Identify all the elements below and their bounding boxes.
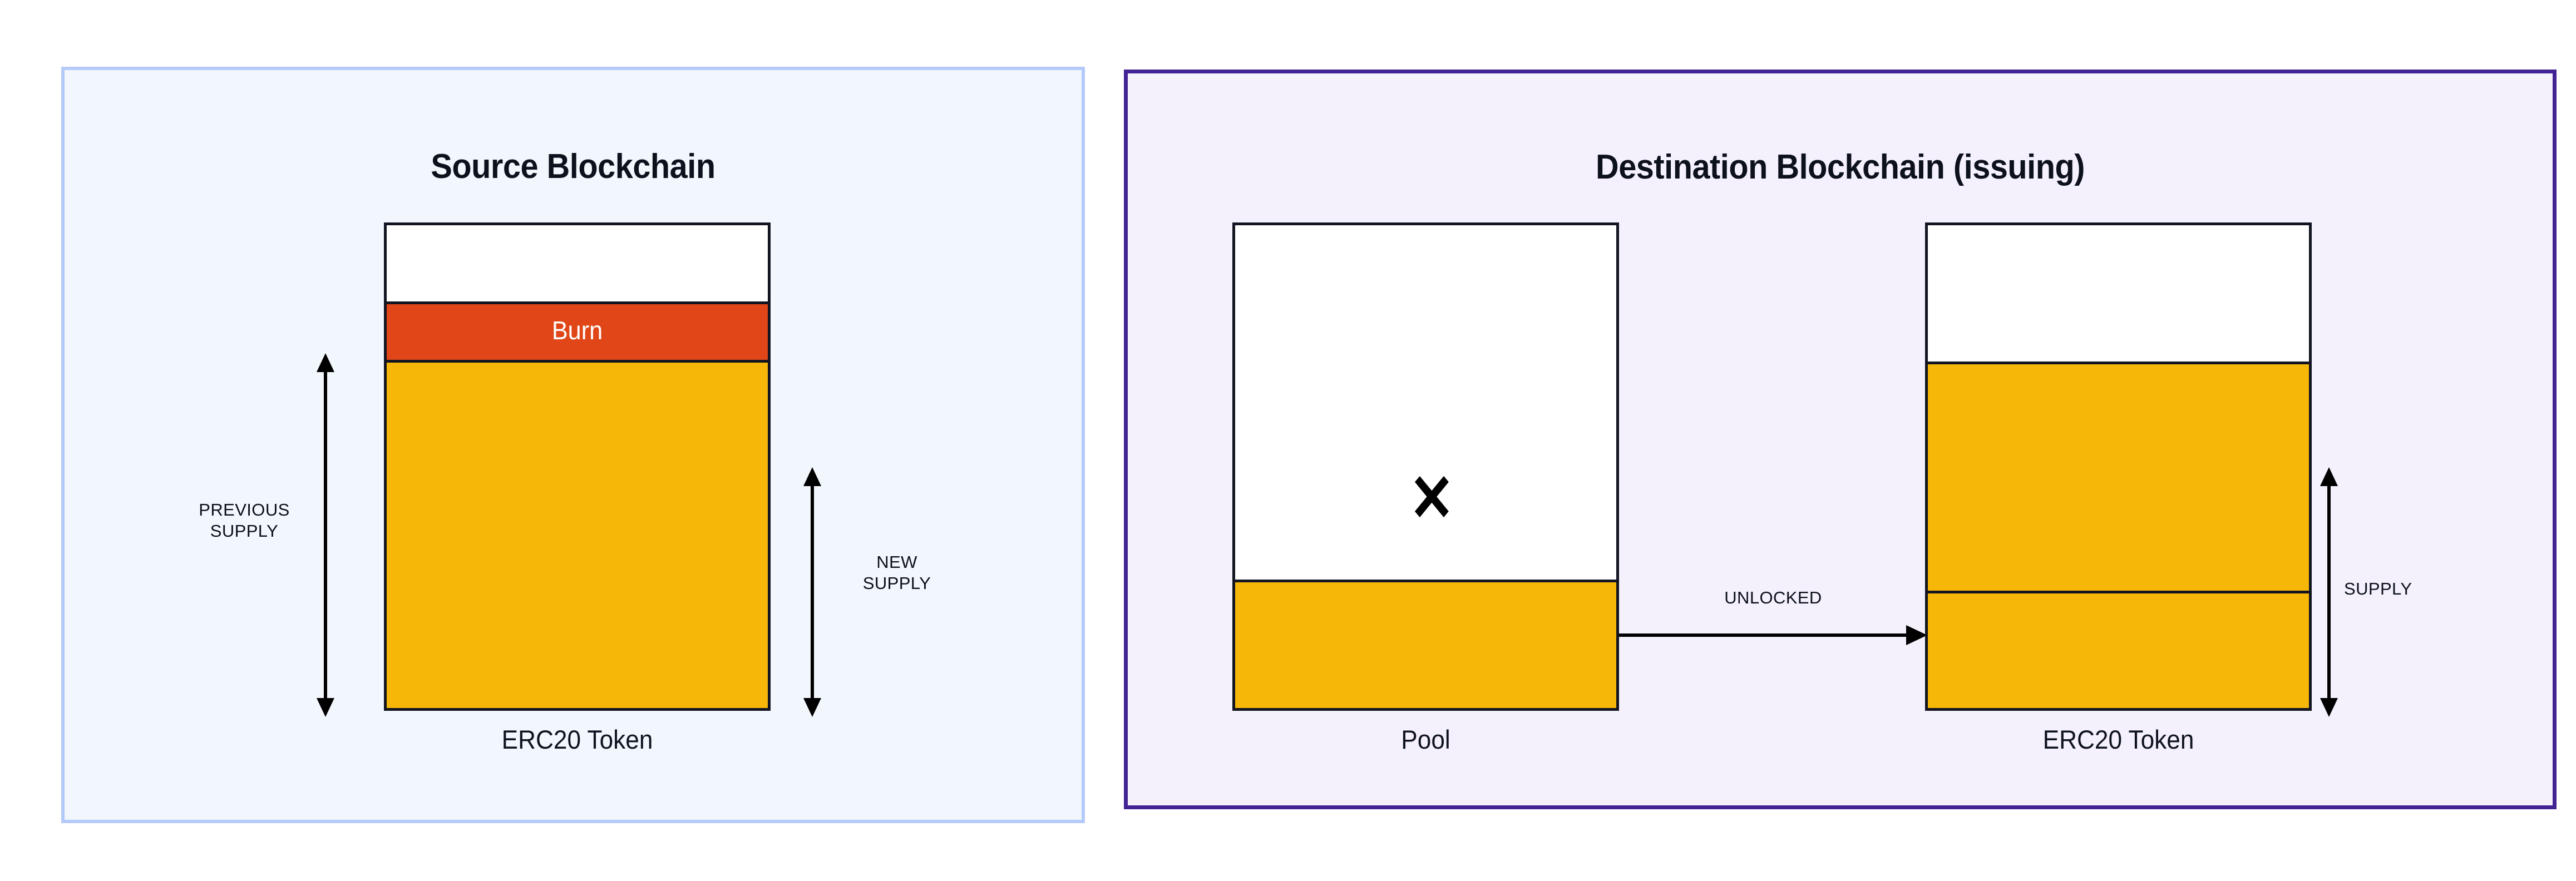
destination-erc20-token-box — [1925, 222, 2312, 711]
source-token-segment-empty-headroom — [387, 225, 768, 301]
unlocked-flow-arrow — [1619, 625, 1927, 645]
source-erc20-token-caption: ERC20 Token — [501, 725, 653, 754]
previous-supply-label-line1: PREVIOUS — [199, 500, 290, 519]
destination-panel-title: Destination Blockchain (issuing) — [1596, 148, 2085, 186]
x-mark-icon: ✕ — [1409, 462, 1454, 535]
previous-supply-arrow — [316, 353, 335, 717]
previous-supply-label-line2: SUPPLY — [210, 521, 279, 541]
source-blockchain-panel: Source Blockchain Burn ERC20 Token PREVI… — [61, 67, 1085, 823]
destination-pool-caption: Pool — [1401, 725, 1450, 754]
previous-supply-label: PREVIOUS SUPPLY — [175, 499, 314, 542]
unlocked-flow-label: UNLOCKED — [1724, 588, 1822, 607]
new-supply-arrow — [803, 467, 822, 717]
source-token-segment-remaining-supply — [387, 360, 768, 708]
burn-segment-label: Burn — [551, 316, 603, 345]
destination-pool-box — [1232, 222, 1619, 711]
source-token-segment-burn — [387, 301, 768, 360]
destination-token-segment-empty-headroom — [1928, 225, 2309, 362]
pool-segment-headroom — [1235, 225, 1616, 580]
source-panel-title: Source Blockchain — [431, 147, 715, 186]
destination-blockchain-panel: Destination Blockchain (issuing) ✕ Pool … — [1124, 70, 2557, 809]
source-erc20-token-box: Burn — [384, 222, 771, 711]
supply-label: SUPPLY — [2344, 579, 2412, 598]
new-supply-label-line2: SUPPLY — [862, 573, 931, 593]
destination-token-segment-newly-unlocked — [1928, 362, 2309, 591]
destination-token-segment-existing-supply — [1928, 591, 2309, 708]
pool-segment-locked-released — [1235, 580, 1616, 708]
new-supply-label-line1: NEW — [876, 552, 917, 572]
destination-erc20-token-caption: ERC20 Token — [2042, 725, 2194, 754]
supply-arrow — [2320, 467, 2338, 717]
